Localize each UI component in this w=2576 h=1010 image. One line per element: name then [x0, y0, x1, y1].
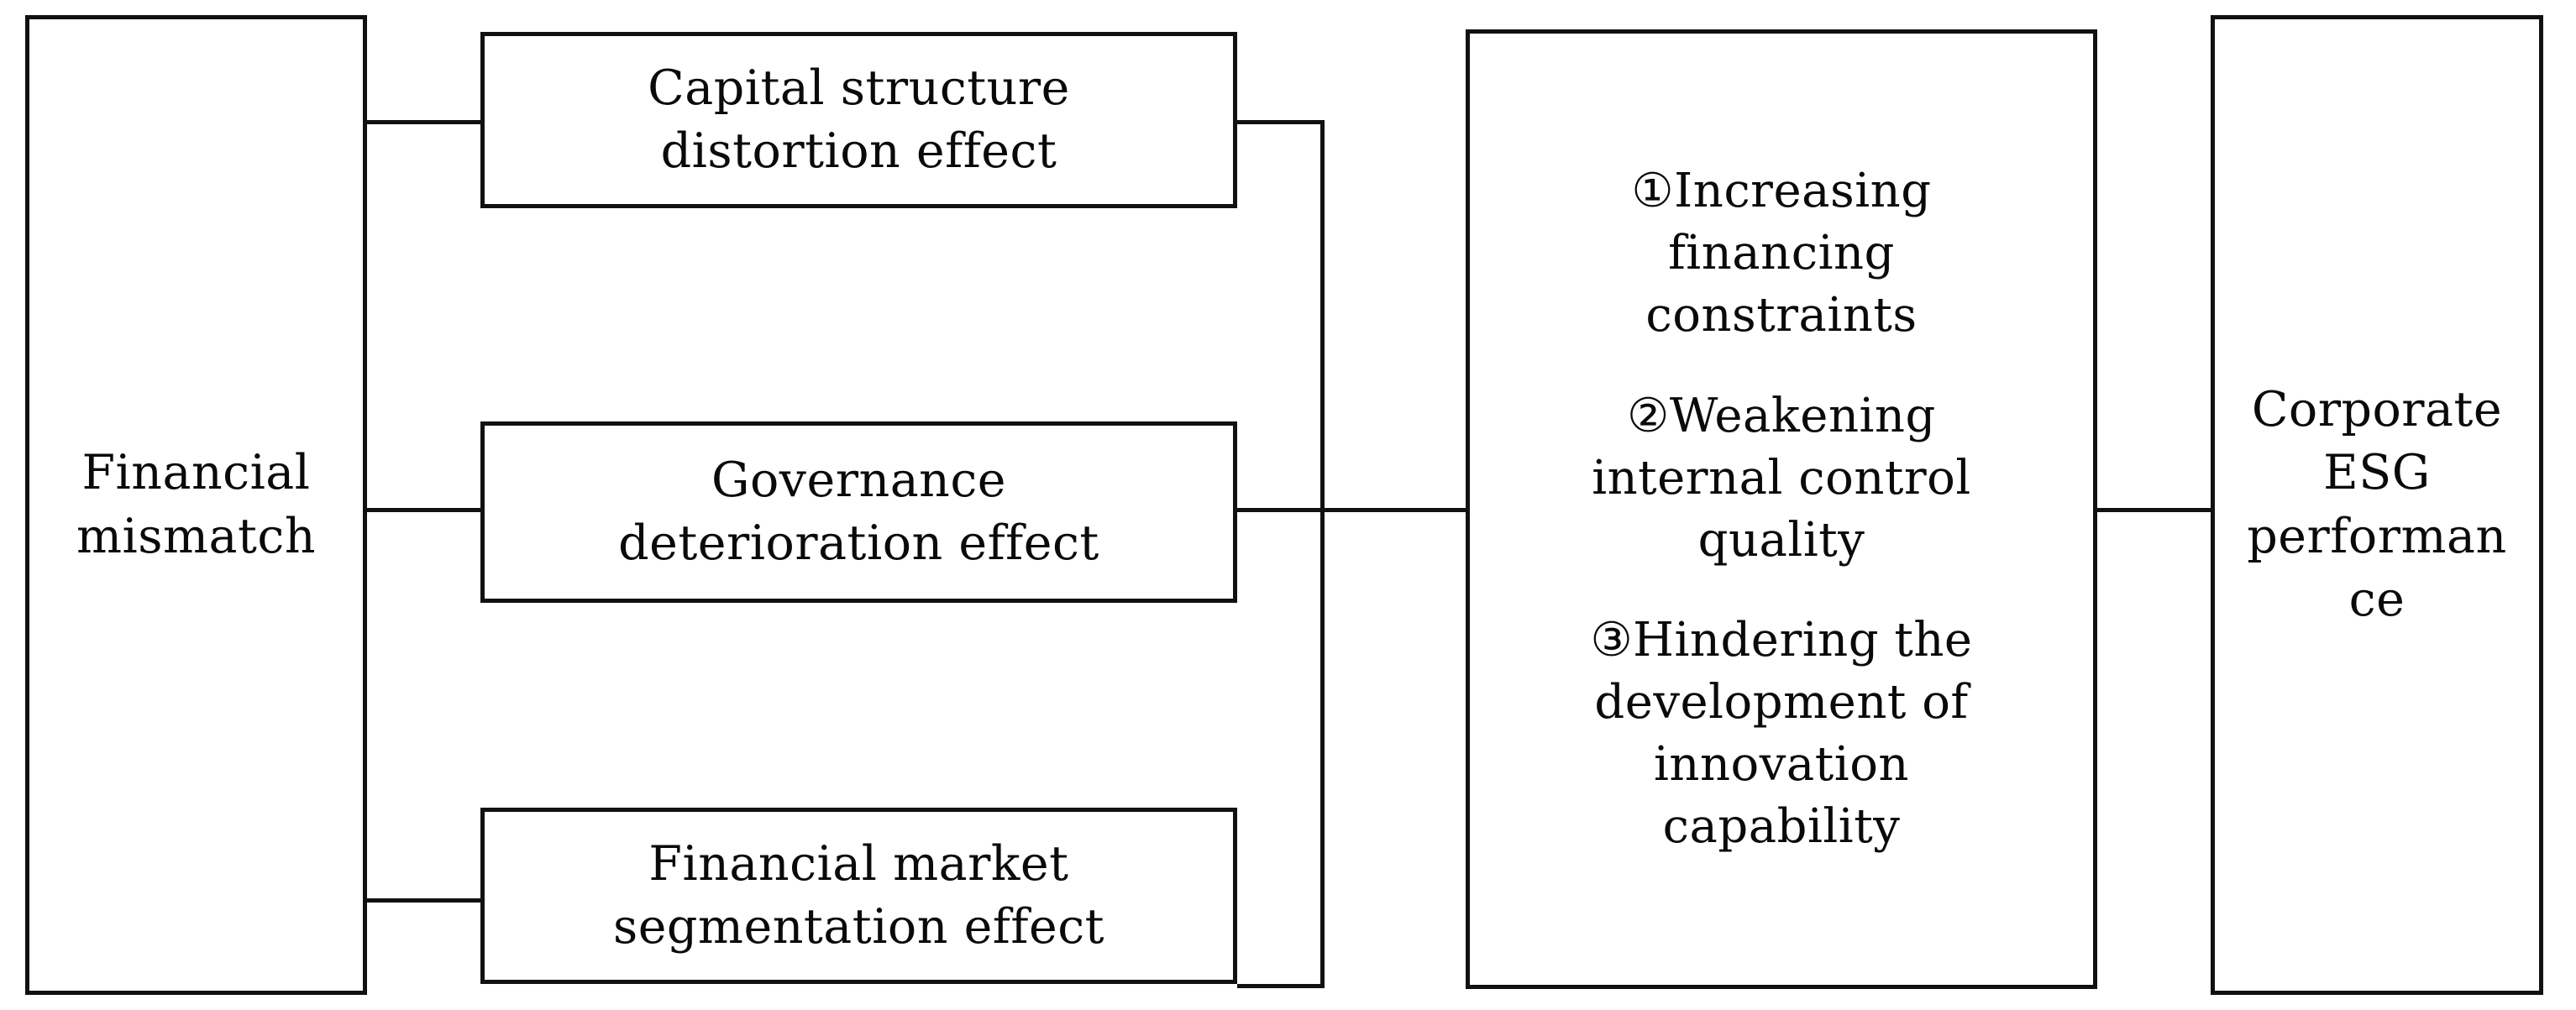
connector-capital-structure-to-bus [1237, 120, 1325, 124]
connector-market-segmentation-to-bus [1237, 984, 1325, 988]
node-governance-label: Governance deterioration effect [618, 452, 1099, 571]
connector-vertical-bus [1320, 120, 1325, 988]
node-corporate-esg-performance[interactable]: Corporate ESG performan ce [2211, 15, 2543, 995]
connector-source-to-market-segmentation [367, 898, 480, 903]
connector-governance-to-consequences [1237, 508, 1470, 512]
node-consequences[interactable]: ①Increasing financing constraints ②Weake… [1466, 29, 2097, 989]
node-financial-mismatch-label: Financial mismatch [76, 445, 317, 564]
consequence-item-1: ①Increasing financing constraints [1631, 163, 1932, 343]
node-esg-label: Corporate ESG performan ce [2247, 382, 2507, 627]
node-financial-market-segmentation-effect[interactable]: Financial market segmentation effect [480, 808, 1237, 984]
consequence-item-3: ③Hindering the development of innovation… [1590, 613, 1973, 855]
node-governance-deterioration-effect[interactable]: Governance deterioration effect [480, 421, 1237, 603]
consequences-list: ①Increasing financing constraints ②Weake… [1590, 160, 1972, 858]
connector-consequences-to-esg [2097, 508, 2215, 512]
node-financial-mismatch[interactable]: Financial mismatch [25, 15, 367, 995]
connector-source-to-governance [367, 508, 480, 512]
consequence-item-2: ②Weakening internal control quality [1592, 388, 1971, 568]
connector-source-to-capital-structure [367, 120, 480, 124]
node-capital-structure-label: Capital structure distortion effect [648, 60, 1070, 179]
node-market-segmentation-label: Financial market segmentation effect [612, 835, 1105, 955]
node-capital-structure-distortion-effect[interactable]: Capital structure distortion effect [480, 32, 1237, 208]
